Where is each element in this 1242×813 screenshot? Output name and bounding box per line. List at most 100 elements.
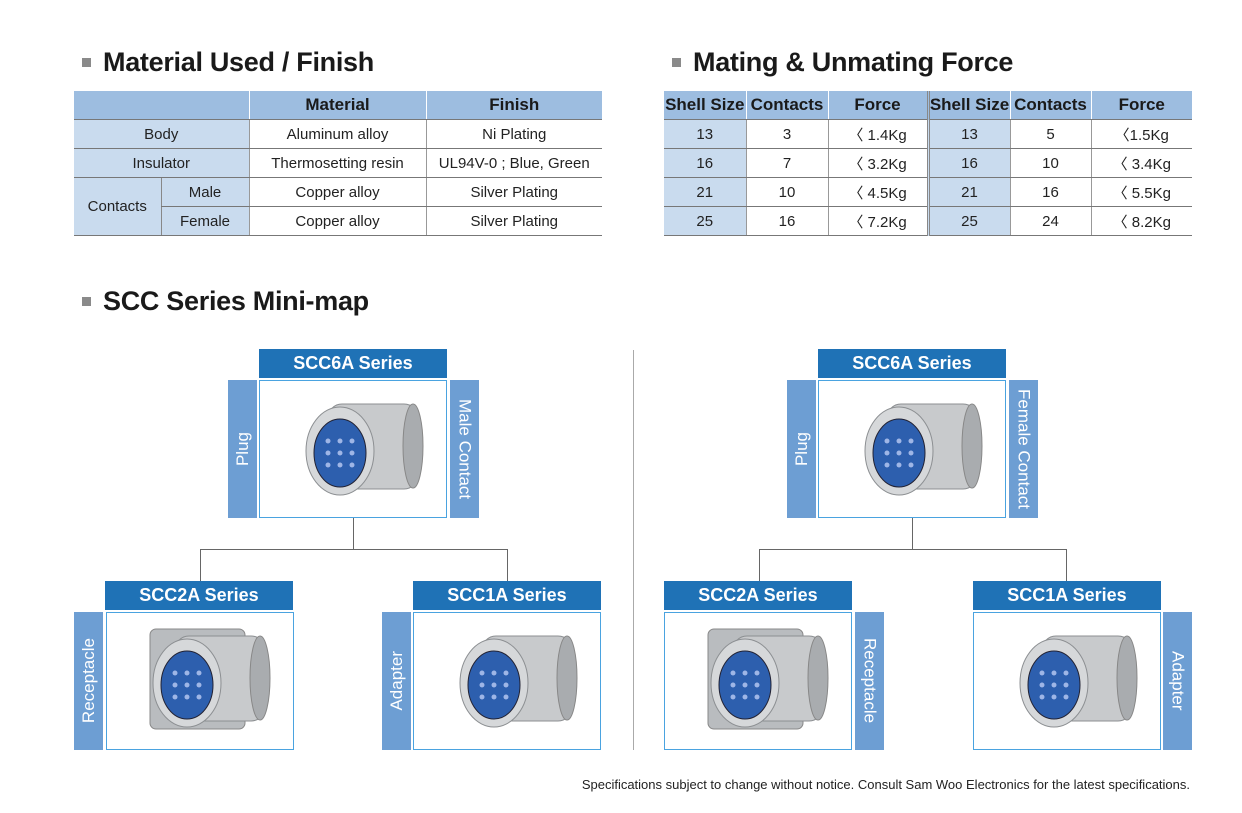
shell-size-cell: 25 (926, 206, 1010, 236)
header-cell: Force (1090, 91, 1192, 120)
type-label-receptacle: Receptacle (855, 612, 884, 750)
label-text: Receptacle (78, 638, 98, 724)
tree-line (912, 518, 913, 549)
section-title-force: Mating & Unmating Force (672, 47, 1013, 78)
contacts-cell: 7 (745, 148, 828, 178)
tree-line (200, 549, 508, 550)
footer-note: Specifications subject to change without… (581, 777, 1190, 792)
tree-line (507, 549, 508, 581)
header-cell: Material (248, 91, 426, 120)
row-label: Female (160, 206, 249, 236)
header-cell (74, 91, 249, 120)
contact-label: Male Contact (450, 380, 479, 518)
product-image-frame (413, 612, 601, 750)
header-cell: Finish (425, 91, 602, 120)
label-text: Plug (232, 431, 252, 467)
type-label-plug: Plug (787, 380, 816, 518)
cell: UL94V-0 ; Blue, Green (425, 148, 602, 178)
contact-label: Female Contact (1009, 380, 1038, 518)
series-header-scc2a: SCC2A Series (664, 581, 852, 610)
product-image-frame (106, 612, 294, 750)
bullet-square-icon (82, 297, 91, 306)
label-text: Male Contact (455, 398, 475, 500)
row-label: Male (160, 177, 249, 207)
header-cell: Contacts (1009, 91, 1091, 120)
cell: Silver Plating (425, 206, 602, 236)
header-cell: Contacts (745, 91, 828, 120)
connector-image (1019, 635, 1138, 728)
section-title-minimap: SCC Series Mini-map (82, 286, 369, 317)
shell-size-cell: 21 (926, 177, 1010, 207)
cell: Copper alloy (248, 177, 426, 207)
label-text: Adapter (1168, 651, 1188, 711)
force-cell: 〈 4.5Kg (827, 177, 928, 207)
heading-text: Material Used / Finish (103, 47, 374, 77)
series-header-scc6a: SCC6A Series (818, 349, 1006, 378)
row-label: Body (74, 119, 249, 149)
cell: Ni Plating (425, 119, 602, 149)
label-text: Receptacle (860, 638, 880, 724)
force-cell: 〈 8.2Kg (1090, 206, 1192, 236)
connector-image (864, 403, 983, 496)
row-label: Insulator (74, 148, 249, 178)
contacts-cell: 10 (1009, 148, 1091, 178)
contacts-cell: 3 (745, 119, 828, 149)
label-text: Plug (791, 431, 811, 467)
header-cell: Force (827, 91, 928, 120)
force-cell: 〈1.5Kg (1090, 119, 1192, 149)
cell: Silver Plating (425, 177, 602, 207)
contacts-cell: 24 (1009, 206, 1091, 236)
cell: Aluminum alloy (248, 119, 426, 149)
connector-image (707, 628, 829, 730)
row-label: Contacts (74, 177, 161, 236)
contacts-cell: 16 (745, 206, 828, 236)
contacts-cell: 5 (1009, 119, 1091, 149)
type-label-adapter: Adapter (382, 612, 411, 750)
product-image-frame (259, 380, 447, 518)
heading-text: SCC Series Mini-map (103, 286, 369, 316)
bullet-square-icon (82, 58, 91, 67)
connector-image (305, 403, 424, 496)
label-text: Female Contact (1014, 389, 1034, 509)
type-label-plug: Plug (228, 380, 257, 518)
section-title-material: Material Used / Finish (82, 47, 374, 78)
force-cell: 〈 5.5Kg (1090, 177, 1192, 207)
series-header-scc2a: SCC2A Series (105, 581, 293, 610)
shell-size-cell: 25 (664, 206, 746, 236)
type-label-receptacle: Receptacle (74, 612, 103, 750)
tree-line (353, 518, 354, 549)
bullet-square-icon (672, 58, 681, 67)
cell: Copper alloy (248, 206, 426, 236)
type-label-adapter: Adapter (1163, 612, 1192, 750)
series-header-scc1a: SCC1A Series (973, 581, 1161, 610)
header-cell: Shell Size (664, 91, 746, 120)
shell-size-cell: 16 (926, 148, 1010, 178)
tree-line (759, 549, 760, 581)
tree-line (759, 549, 1067, 550)
product-image-frame (664, 612, 852, 750)
series-header-scc1a: SCC1A Series (413, 581, 601, 610)
shell-size-cell: 21 (664, 177, 746, 207)
force-cell: 〈 3.4Kg (1090, 148, 1192, 178)
force-cell: 〈 1.4Kg (827, 119, 928, 149)
shell-size-cell: 13 (926, 119, 1010, 149)
cell: Thermosetting resin (248, 148, 426, 178)
series-header-scc6a: SCC6A Series (259, 349, 447, 378)
force-cell: 〈 7.2Kg (827, 206, 928, 236)
force-cell: 〈 3.2Kg (827, 148, 928, 178)
heading-text: Mating & Unmating Force (693, 47, 1014, 77)
product-image-frame (818, 380, 1006, 518)
shell-size-cell: 13 (664, 119, 746, 149)
product-image-frame (973, 612, 1161, 750)
